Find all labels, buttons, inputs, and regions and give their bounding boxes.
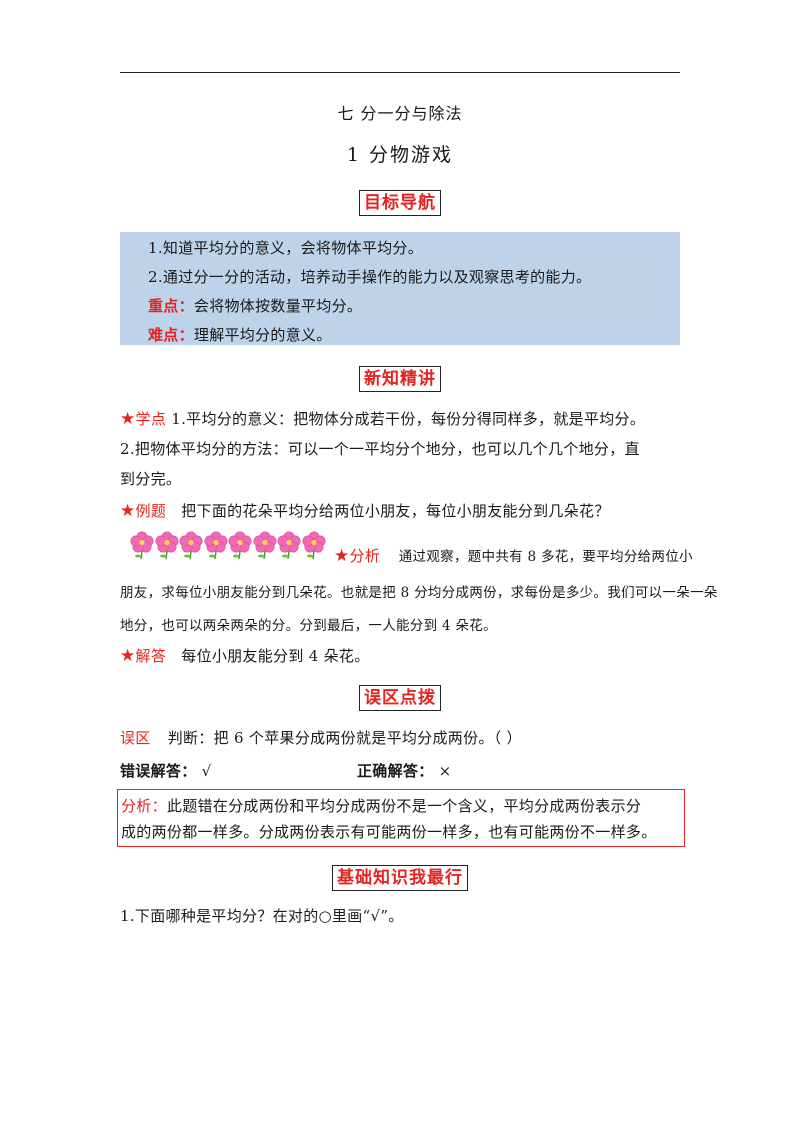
mistake-analysis-line-1-text: 此题错在分成两份和平均分成两份不是一个含义，平均分成两份表示分 — [166, 797, 642, 815]
right-answer-value: × — [438, 762, 452, 780]
right-answer-label: 正确解答： — [357, 762, 434, 780]
example-label: 例题 — [135, 502, 167, 520]
zone-label: 误区 — [120, 729, 151, 747]
star-icon: ★ — [334, 546, 350, 566]
goal-item-2: 2.通过分一分的活动，培养动手操作的能力以及观察思考的能力。 — [148, 268, 592, 286]
mistakes-title: 误区点拨 — [359, 685, 441, 711]
goal-key-point: 重点：会将物体按数量平均分。 — [148, 295, 362, 316]
knowledge-title: 新知精讲 — [359, 366, 441, 392]
knowledge-point-2-line-1: 2.把物体平均分的方法：可以一个一平均分个地分，也可以几个几个地分，直 — [120, 440, 640, 458]
analysis-line-2: 朋友，求每位小朋友能分到几朵花。也就是把 8 分均分成两份，求每份是多少。我们可… — [120, 585, 718, 601]
mistake-analysis-label: 分析： — [121, 797, 167, 815]
flower-icon — [204, 531, 227, 560]
wrong-answer-label: 错误解答： — [120, 762, 197, 780]
analysis-line-3: 地分，也可以两朵两朵的分。分到最后，一人能分到 4 朵花。 — [120, 618, 497, 634]
star-icon: ★ — [120, 646, 136, 666]
goal-difficulty: 难点：理解平均分的意义。 — [148, 324, 332, 345]
answer-text: 每位小朋友能分到 4 朵花。 — [181, 647, 370, 665]
goals-section-header: 目标导航 — [0, 190, 800, 216]
flower-icon — [228, 531, 252, 560]
star-icon: ★ — [120, 409, 136, 429]
answer-line: ★解答 每位小朋友能分到 4 朵花。 — [120, 645, 370, 666]
wrong-answer-value: √ — [201, 762, 212, 780]
knowledge-point-1: ★学点 1.平均分的意义：把物体分成若干份，每份分得同样多，就是平均分。 — [120, 408, 645, 429]
mistake-question: 判断：把 6 个苹果分成两份就是平均分成两份。（ ） — [167, 729, 522, 747]
knowledge-section-header: 新知精讲 — [0, 366, 800, 392]
right-answer-line: 正确解答： × — [357, 760, 451, 781]
analysis-line-1: ★分析 通过观察，题中共有 8 多花，要平均分给两位小 — [334, 545, 693, 566]
difficulty-text: 理解平均分的意义。 — [193, 326, 332, 344]
example-text: 把下面的花朵平均分给两位小朋友，每位小朋友能分到几朵花？ — [181, 502, 610, 520]
wrong-answer-line: 错误解答： √ — [120, 760, 211, 781]
mistake-question-line: 误区 判断：把 6 个苹果分成两份就是平均分成两份。（ ） — [120, 727, 522, 748]
analysis-label: 分析 — [349, 547, 381, 565]
flower-row — [130, 531, 330, 561]
mistake-analysis-box: 分析：此题错在分成两份和平均分成两份不是一个含义，平均分成两份表示分 成的两份都… — [117, 789, 685, 847]
flower-icon — [253, 531, 276, 560]
example-line: ★例题 把下面的花朵平均分给两位小朋友，每位小朋友能分到几朵花？ — [120, 500, 610, 521]
flower-icon — [277, 531, 301, 560]
basics-title: 基础知识我最行 — [332, 865, 468, 891]
point-label: 学点 — [135, 410, 167, 428]
flower-icon — [302, 531, 325, 560]
lesson-title: 1 分物游戏 — [346, 144, 454, 166]
mistake-analysis-line-1: 分析：此题错在分成两份和平均分成两份不是一个含义，平均分成两份表示分 — [121, 795, 641, 816]
analysis-line-1-text: 通过观察，题中共有 8 多花，要平均分给两位小 — [398, 549, 693, 565]
mistakes-section-header: 误区点拨 — [0, 685, 800, 711]
difficulty-label: 难点： — [148, 326, 194, 344]
key-point-text: 会将物体按数量平均分。 — [193, 297, 363, 315]
basics-section-header: 基础知识我最行 — [0, 865, 800, 891]
point-1-text: 1.平均分的意义：把物体分成若干份，每份分得同样多，就是平均分。 — [171, 410, 646, 428]
header-rule — [120, 72, 680, 73]
mistake-analysis-line-2: 成的两份都一样多。分成两份表示有可能两份一样多，也有可能两份不一样多。 — [121, 823, 657, 841]
star-icon: ★ — [120, 501, 136, 521]
basics-question-1: 1.下面哪种是平均分？在对的○里画“√”。 — [120, 907, 404, 925]
chapter-title: 七 分一分与除法 — [337, 104, 463, 123]
key-point-label: 重点： — [148, 297, 194, 315]
flower-icon — [179, 531, 203, 560]
knowledge-point-2-line-2: 到分完。 — [120, 470, 182, 488]
flower-icon — [130, 531, 154, 560]
goal-item-1: 1.知道平均分的意义，会将物体平均分。 — [148, 239, 424, 257]
goals-title: 目标导航 — [359, 190, 441, 216]
answer-label: 解答 — [135, 647, 167, 665]
flower-icon — [155, 531, 178, 560]
goals-box: 1.知道平均分的意义，会将物体平均分。 2.通过分一分的活动，培养动手操作的能力… — [120, 232, 680, 345]
